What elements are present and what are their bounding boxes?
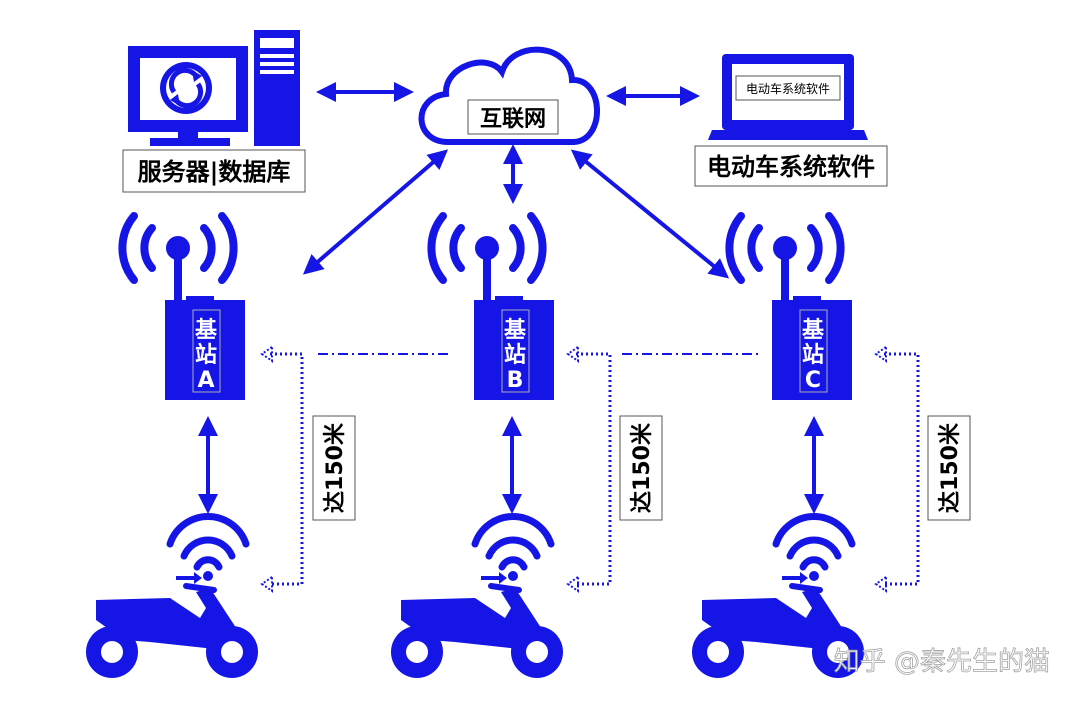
- vehicle-a: [86, 512, 258, 678]
- station-c-letter: C: [805, 368, 821, 393]
- station-a-letter: A: [197, 368, 214, 393]
- vehicle-b: [391, 512, 563, 678]
- computer-tower-icon: [128, 30, 300, 146]
- station-c-char1: 基: [802, 318, 825, 343]
- range-label-c: 达150米: [927, 415, 971, 521]
- vehicle-c: [692, 512, 864, 678]
- station-b-char2: 站: [504, 343, 526, 368]
- range-brackets: [261, 346, 920, 592]
- electric-scooter-icon: [692, 512, 864, 678]
- station-c-char2: 站: [802, 343, 824, 368]
- station-b-char1: 基: [504, 318, 527, 343]
- top-connections: [302, 82, 730, 279]
- watermark: 知乎 @秦先生的猫: [834, 647, 1050, 677]
- electric-scooter-icon: [86, 512, 258, 678]
- station-a-char1: 基: [195, 318, 218, 343]
- electric-scooter-icon: [391, 512, 563, 678]
- range-label-b-text: 达150米: [630, 422, 655, 513]
- laptop-software: 电动车系统软件 电动车系统软件: [694, 54, 888, 187]
- station-c: 基 站 C: [729, 216, 852, 400]
- internet-cloud: 互联网: [418, 46, 600, 145]
- server-label: 服务器|数据库: [138, 158, 291, 186]
- base-station-icon: [165, 296, 245, 400]
- station-a-char2: 站: [195, 343, 217, 368]
- laptop-label: 电动车系统软件: [707, 153, 875, 181]
- station-a: 基 站 A: [122, 216, 245, 400]
- range-label-a: 达150米: [312, 415, 356, 521]
- base-station-icon: [772, 296, 852, 400]
- station-b-letter: B: [507, 368, 524, 393]
- station-b: 基 站 B: [431, 216, 554, 400]
- station-vehicle-arrows: [198, 416, 824, 514]
- server-computer: 服务器|数据库: [122, 30, 306, 193]
- range-label-b: 达150米: [619, 415, 663, 521]
- base-station-icon: [474, 296, 554, 400]
- range-label-a-text: 达150米: [323, 422, 348, 513]
- range-label-c-text: 达150米: [938, 422, 963, 513]
- arrow-cloud-station-c: [570, 149, 730, 279]
- laptop-screen-text: 电动车系统软件: [746, 81, 830, 96]
- arrow-cloud-station-a: [302, 149, 449, 275]
- cloud-label: 互联网: [480, 107, 546, 132]
